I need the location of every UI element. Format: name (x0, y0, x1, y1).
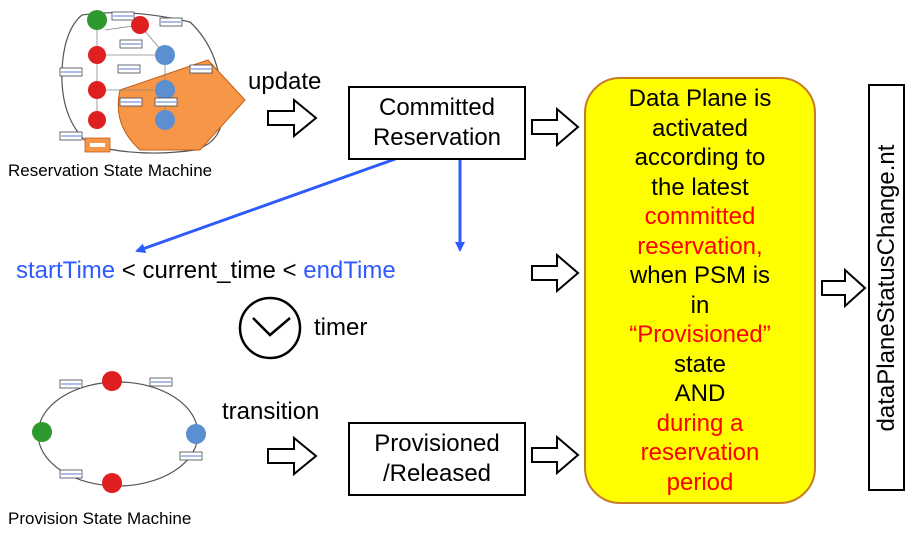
end-time-var: endTime (303, 257, 396, 284)
yellow-line-5: committed (644, 203, 756, 230)
dataplane-to-notification-arrow (821, 267, 867, 309)
reservation-state-machine-thumbnail (59, 10, 246, 154)
committed-reservation-box: Committed Reservation (348, 86, 526, 160)
data-plane-status-change-label: dataPlaneStatusChange.nt (872, 144, 900, 431)
yellow-line-13: reservation (640, 439, 760, 466)
update-label: update (248, 68, 322, 95)
update-arrow (267, 97, 318, 139)
yellow-line-2: activated (651, 114, 749, 142)
flow-arrows (267, 97, 867, 477)
data-plane-status-change-box: dataPlaneStatusChange.nt (868, 84, 905, 491)
timer-label: timer (314, 314, 368, 341)
yellow-line-11: AND (674, 380, 726, 407)
time-to-dataplane-arrow (531, 252, 580, 294)
time-condition: startTime < current_time < endTime (16, 257, 396, 285)
psm-caption: Provision State Machine (8, 509, 192, 528)
clock-icon (238, 296, 302, 360)
committed-to-dataplane-arrow (531, 106, 580, 148)
yellow-line-1: Data Plane is (628, 85, 772, 112)
current-time-expr: < current_time < (115, 257, 304, 284)
yellow-line-6: reservation, (637, 232, 763, 260)
yellow-line-7: when PSM is (629, 262, 771, 289)
committed-line-2: Reservation (372, 124, 502, 151)
yellow-line-4: the latest (651, 173, 749, 201)
provisioned-to-dataplane-arrow (531, 434, 580, 476)
rsm-caption: Reservation State Machine (8, 161, 213, 180)
yellow-line-3: according to (634, 144, 766, 171)
provisioned-line-1: Provisioned (374, 430, 500, 457)
start-time-var: startTime (16, 257, 116, 284)
yellow-line-14: period (666, 468, 734, 496)
provisioned-line-2: /Released (382, 460, 492, 487)
committed-line-1: Committed (378, 94, 496, 121)
transition-arrow (267, 435, 318, 477)
yellow-line-9: “Provisioned” (629, 321, 771, 348)
data-plane-activation-box: Data Plane is activated according to the… (584, 77, 816, 504)
provisioned-released-box: Provisioned /Released (348, 422, 526, 496)
transition-label: transition (222, 398, 320, 425)
yellow-line-12: during a (656, 409, 744, 437)
yellow-line-8: in (690, 291, 710, 319)
provision-state-machine-thumbnail (32, 371, 206, 493)
start-time-connector (135, 156, 399, 254)
yellow-line-10: state (673, 350, 727, 378)
